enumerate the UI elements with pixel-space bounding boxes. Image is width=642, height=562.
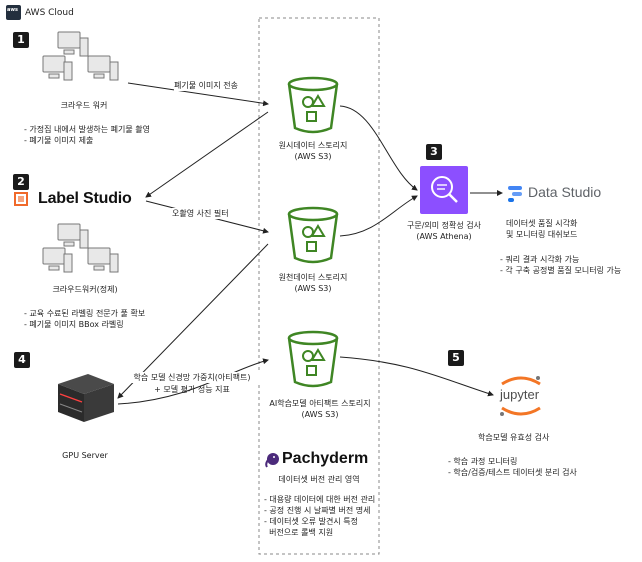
refine-worker-label: 크라우드워커(정제) — [52, 285, 118, 294]
athena-title: 구문/의미 정확성 검사 — [406, 221, 482, 230]
gpu-server-label: GPU Server — [62, 451, 108, 460]
bullet: - 데이터셋 오류 발견시 특정 — [264, 517, 359, 526]
pachyderm-bullets: - 대용량 데이터에 대한 버전 관리 - 공정 진행 시 날짜별 버전 명세 … — [264, 494, 375, 538]
bullet: - 대용량 데이터에 대한 버전 관리 — [264, 495, 376, 504]
source-storage-title: 원천데이터 스토리지 — [278, 273, 348, 282]
edge-label-filter: 오촬영 사진 필터 — [172, 208, 229, 219]
gpu-server-icon — [58, 374, 114, 422]
jupyter-title: 학습모델 유효성 검사 — [478, 433, 550, 442]
athena-icon — [420, 166, 468, 214]
refine-worker-bullets: - 교육 수료된 라벨링 전문가 풀 확보 - 폐기물 이미지 BBox 라벨링 — [24, 308, 145, 330]
edge-label-train-1: 학습 모델 신경망 가중치(아티팩트) — [118, 372, 266, 383]
data-studio-title-1: 데이터셋 품질 시각화 — [506, 219, 578, 228]
crowd-worker-bullets: - 가정집 내에서 발생하는 폐기물 촬영 - 폐기물 이미지 제출 — [24, 124, 150, 146]
data-studio-icon — [508, 186, 522, 202]
bullet: - 폐기물 이미지 BBox 라벨링 — [24, 320, 124, 329]
jupyter-logo: jupyter — [500, 387, 540, 402]
raw-storage-subtitle: (AWS S3) — [294, 152, 332, 161]
edge-label-upload: 폐기물 이미지 전송 — [174, 80, 238, 91]
aws-cloud-title: AWS Cloud — [25, 8, 74, 18]
label-studio-icon — [14, 192, 28, 206]
pachyderm-region-border — [258, 17, 380, 555]
jupyter-bullets: - 학습 과정 모니터링 - 학습/검증/테스트 데이터셋 분리 검사 — [448, 456, 577, 478]
athena-subtitle: (AWS Athena) — [416, 232, 472, 241]
source-storage-subtitle: (AWS S3) — [294, 284, 332, 293]
raw-storage-title: 원시데이터 스토리지 — [278, 141, 348, 150]
bullet: - 폐기물 이미지 제출 — [24, 136, 94, 145]
s3-bucket-icon — [287, 76, 339, 134]
pachyderm-subtitle: 데이터셋 버전 관리 영역 — [278, 475, 360, 484]
edge-source-to-athena — [339, 195, 418, 237]
bullet: - 공정 진행 시 날짜별 버전 명세 — [264, 506, 371, 515]
artifact-storage-title: AI학습모델 아티팩트 스토리지 — [269, 399, 371, 408]
bullet: - 학습/검증/테스트 데이터셋 분리 검사 — [448, 468, 577, 477]
bullet: - 교육 수료된 라벨링 전문가 풀 확보 — [24, 309, 146, 318]
edge-gpu-to-artifact — [117, 358, 269, 405]
artifact-storage-subtitle: (AWS S3) — [301, 410, 339, 419]
data-studio-bullets: - 쿼리 결과 시각화 가능 - 각 구축 공정별 품질 모니터링 가능 — [500, 254, 621, 276]
step-badge-4: 4 — [14, 352, 30, 368]
bullet: - 학습 과정 모니터링 — [448, 457, 518, 466]
bullet: 버전으로 롤백 지원 — [264, 528, 334, 537]
crowd-worker-label: 크라우드 워커 — [60, 101, 108, 110]
data-studio-logo: Data Studio — [528, 184, 602, 200]
pachyderm-logo: Pachyderm — [282, 450, 369, 467]
jupyter-icon — [500, 376, 541, 416]
computers-icon — [42, 223, 119, 273]
edge-raw-to-athena — [339, 105, 418, 191]
aws-logo-icon: aws — [6, 5, 21, 20]
label-studio-logo: Label Studio — [38, 190, 132, 207]
step-badge-5: 5 — [448, 350, 464, 366]
edge-label-train-2: + 모델 평가 성능 지표 — [154, 385, 230, 394]
bullet: - 각 구축 공정별 품질 모니터링 가능 — [500, 266, 622, 275]
step-badge-2: 2 — [13, 174, 29, 190]
bullet: - 가정집 내에서 발생하는 폐기물 촬영 — [24, 125, 151, 134]
pachyderm-icon — [265, 453, 279, 468]
edge-artifact-to-jupyter — [339, 356, 494, 397]
bullet: - 쿼리 결과 시각화 가능 — [500, 255, 580, 264]
s3-bucket-icon — [287, 330, 339, 388]
step-badge-1: 1 — [13, 32, 29, 48]
s3-bucket-icon — [287, 206, 339, 264]
edge-raw-to-labelstudio — [145, 111, 269, 198]
computers-icon — [42, 31, 119, 81]
data-studio-title-2: 및 모니터링 대쉬보드 — [506, 230, 578, 239]
edge-worker-to-raw — [127, 82, 269, 107]
step-badge-3: 3 — [426, 144, 442, 160]
